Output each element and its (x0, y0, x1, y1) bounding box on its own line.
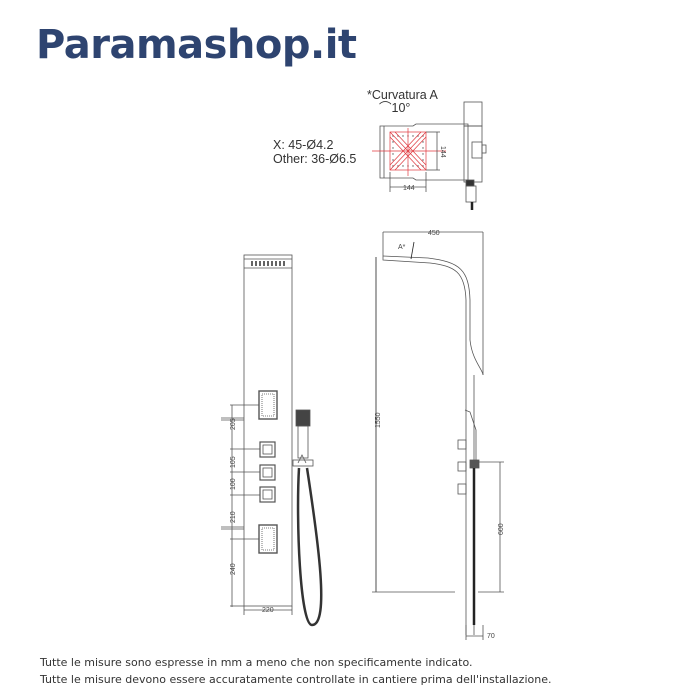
spray-spec-other: Other: 36-Ø6.5 (273, 152, 357, 166)
dim-205: 205 (230, 418, 237, 430)
dim-height-1550: 1550 (375, 412, 382, 428)
dim-600: 600 (498, 523, 505, 535)
spray-spec: X: 45-Ø4.2 Other: 36-Ø6.5 (273, 138, 356, 166)
footnote-1: Tutte le misure sono espresse in mm a me… (40, 656, 473, 669)
dim-105: 105 (230, 456, 237, 468)
dim-100: 100 (230, 478, 237, 490)
dim-width-220: 220 (262, 607, 274, 614)
footnote-2: Tutte le misure devono essere accuratame… (40, 673, 552, 686)
curvature-label: *Curvatura A ⌒10° (367, 89, 438, 115)
curvature-marker: A* (398, 244, 406, 251)
dim-head-width: 144 (403, 185, 415, 192)
brand-logo: Paramashop.it (36, 22, 357, 68)
dim-reach-450: 450 (428, 230, 440, 237)
dim-head-height: 144 (439, 146, 446, 158)
footnotes: Tutte le misure sono espresse in mm a me… (40, 654, 551, 688)
dim-240: 240 (230, 563, 237, 575)
curvature-angle: ⌒10° (379, 101, 411, 115)
dim-210: 210 (230, 511, 237, 523)
dim-depth-70: 70 (487, 633, 495, 640)
spray-spec-x: X: 45-Ø4.2 (273, 138, 334, 152)
curvature-title: *Curvatura A (367, 88, 438, 102)
curve-arrow-icon: ⌒ (379, 101, 392, 115)
side-view-panel (372, 231, 504, 640)
front-view-panel (221, 254, 323, 627)
top-view-head (372, 101, 487, 210)
